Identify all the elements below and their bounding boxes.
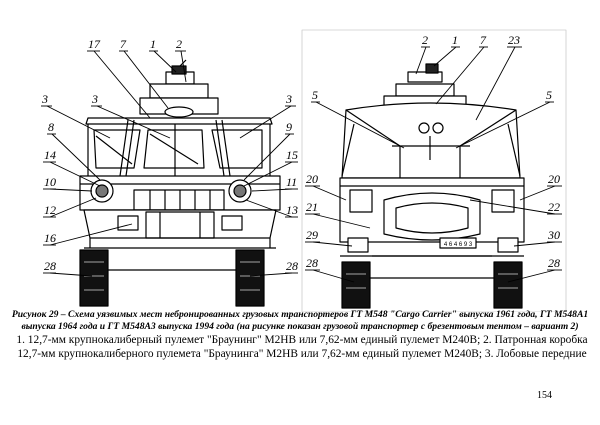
callout-20-right-b: 20 (548, 172, 560, 186)
callout-29-right: 29 (306, 228, 318, 242)
callout-20-right-b-leader (519, 185, 556, 201)
callout-2-left-leader (180, 50, 187, 83)
callout-8-left: 8 (48, 120, 54, 134)
callout-3-left-c-leader (239, 105, 292, 139)
callout-2-left: 2 (176, 37, 182, 51)
callout-15-left: 15 (286, 148, 298, 162)
callout-16-left-leader (49, 223, 133, 246)
callout-5-right-b-leader (455, 101, 551, 149)
callout-7-left-leader (123, 50, 169, 109)
callout-3-left-b: 3 (91, 92, 98, 106)
callout-28-left-b-leader (249, 272, 293, 277)
callout-13-left-leader (245, 199, 293, 218)
callout-17-left: 17 (88, 37, 101, 51)
page-number: 154 (537, 390, 552, 401)
callout-9-left-leader (243, 133, 291, 181)
callout-2-right: 2 (422, 33, 428, 47)
callout-1-left-leader (153, 50, 177, 73)
callout-21-right-leader (312, 213, 371, 229)
callout-1-right: 1 (452, 33, 458, 47)
callout-20-right-a: 20 (306, 172, 318, 186)
vulnerability-diagram: 4 6 4 6 9 3 1771233389141510111213162828… (41, 29, 567, 312)
callout-5-right-a: 5 (312, 88, 318, 102)
figure-caption: Рисунок 29 – Схема уязвимых мест неброни… (10, 309, 590, 333)
callout-1-right-leader (433, 46, 457, 67)
caption-line-2: выпуска 1964 года и ГТ М548А3 выпуска 19… (21, 321, 579, 332)
callout-28-right-a: 28 (306, 256, 318, 270)
callout-28-right-b: 28 (548, 256, 560, 270)
callout-3-left-c: 3 (285, 92, 292, 106)
callout-3-left-a-leader (46, 105, 111, 139)
callout-20-right-a-leader (312, 185, 347, 201)
callout-7-right-leader (435, 46, 485, 105)
callout-11-left-leader (251, 188, 293, 192)
callout-13-left: 13 (286, 203, 298, 217)
callout-10-left-leader (49, 188, 93, 192)
vehicle-rear-view (301, 29, 567, 312)
callout-12-left-leader (49, 197, 97, 218)
legend-line-2: 12,7-мм крупнокалиберного пулемета "Брау… (17, 348, 587, 360)
callout-8-left-leader (51, 133, 101, 181)
callout-30-right-leader (513, 241, 556, 247)
callout-5-right-b: 5 (546, 88, 552, 102)
callout-16-left: 16 (44, 231, 56, 245)
callout-22-right: 22 (548, 200, 560, 214)
callout-3-left-a: 3 (41, 92, 48, 106)
vehicle-front-view (79, 59, 281, 307)
callout-14-left-leader (49, 161, 101, 187)
callout-7-left: 7 (120, 37, 127, 51)
callout-28-left-a-leader (49, 272, 93, 277)
callout-23-right-leader (475, 46, 516, 121)
callout-28-left-b: 28 (286, 259, 298, 273)
callout-30-right: 30 (547, 228, 560, 242)
callout-28-left-a: 28 (44, 259, 56, 273)
callout-11-left: 11 (286, 175, 297, 189)
callout-3-left-b-leader (96, 105, 171, 139)
callout-21-right: 21 (306, 200, 318, 214)
legend-line-1: 1. 12,7-мм крупнокалиберный пулемет "Бра… (16, 334, 588, 346)
callout-22-right-leader (469, 199, 556, 215)
callout-23-right: 23 (508, 33, 520, 47)
callout-1-left: 1 (150, 37, 156, 51)
callout-28-right-b-leader (507, 269, 556, 283)
callout-28-right-a-leader (312, 269, 355, 283)
callout-7-right: 7 (480, 33, 487, 47)
callout-10-left: 10 (44, 175, 56, 189)
callout-12-left: 12 (44, 203, 56, 217)
callout-14-left: 14 (44, 148, 56, 162)
callout-2-right-leader (415, 46, 427, 75)
callout-9-left: 9 (286, 120, 292, 134)
legend-text: 1. 12,7-мм крупнокалиберный пулемет "Бра… (10, 333, 594, 361)
callout-5-right-a-leader (315, 101, 405, 149)
callout-29-right-leader (312, 241, 353, 247)
caption-line-1: Рисунок 29 – Схема уязвимых мест неброни… (11, 309, 589, 320)
license-plate: 4 6 4 6 9 3 (444, 242, 473, 248)
callout-17-left-leader (93, 50, 151, 119)
callout-15-left-leader (243, 161, 293, 187)
